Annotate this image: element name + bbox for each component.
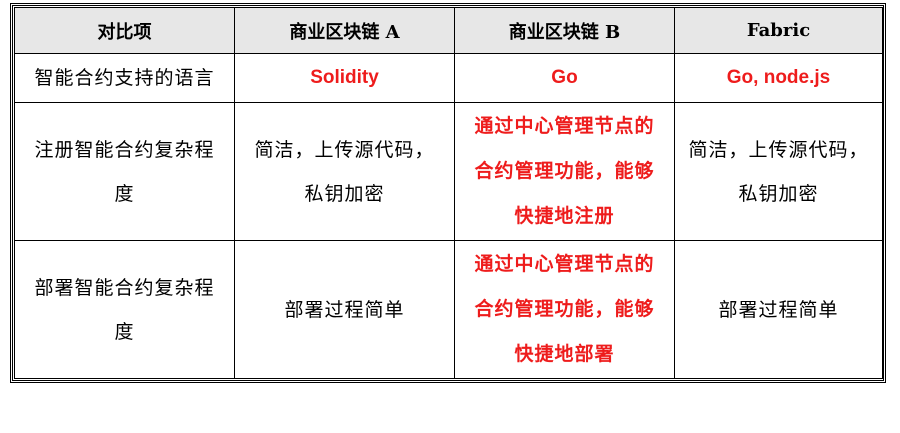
header-chain-b: 商业区块链 B — [454, 7, 675, 54]
cell-register-fabric: 简洁，上传源代码，私钥加密 — [674, 102, 883, 242]
cell-language-b: Go — [454, 52, 675, 104]
cell-register-a: 简洁，上传源代码，私钥加密 — [234, 102, 455, 242]
cell-deploy-b: 通过中心管理节点的合约管理功能，能够快捷地部署 — [454, 240, 675, 379]
table-row: 部署智能合约复杂程度 部署过程简单 通过中心管理节点的合约管理功能，能够快捷地部… — [14, 240, 883, 379]
row-label-register: 注册智能合约复杂程度 — [14, 102, 235, 242]
table-header-row: 对比项 商业区块链 A 商业区块链 B Fabric — [14, 7, 883, 54]
header-fabric: Fabric — [674, 7, 883, 54]
row-label-language: 智能合约支持的语言 — [14, 52, 235, 104]
cell-deploy-a: 部署过程简单 — [234, 240, 455, 379]
table-row: 智能合约支持的语言 Solidity Go Go, node.js — [14, 52, 883, 104]
row-label-deploy: 部署智能合约复杂程度 — [14, 240, 235, 379]
cell-language-a: Solidity — [234, 52, 455, 104]
header-chain-a: 商业区块链 A — [234, 7, 455, 54]
table-frame — [10, 3, 886, 383]
cell-language-fabric: Go, node.js — [674, 52, 883, 104]
header-compare-item: 对比项 — [14, 7, 235, 54]
table-row: 注册智能合约复杂程度 简洁，上传源代码，私钥加密 通过中心管理节点的合约管理功能… — [14, 102, 883, 242]
cell-register-b: 通过中心管理节点的合约管理功能，能够快捷地注册 — [454, 102, 675, 242]
comparison-table: 对比项 商业区块链 A 商业区块链 B Fabric 智能合约支持的语言 Sol… — [14, 7, 883, 379]
cell-deploy-fabric: 部署过程简单 — [674, 240, 883, 379]
